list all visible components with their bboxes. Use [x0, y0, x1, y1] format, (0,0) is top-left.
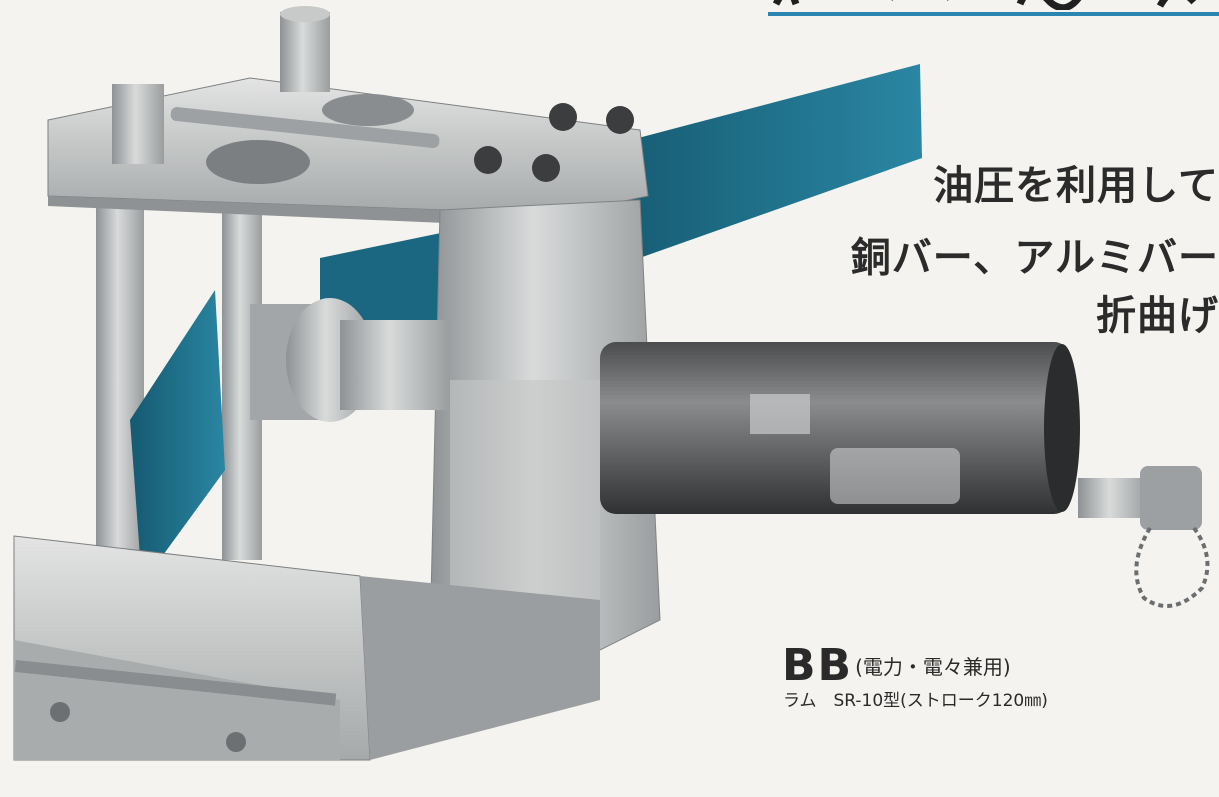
model-usage: (電力・電々兼用): [855, 655, 1011, 679]
ram-spec: ラム SR-10型(ストローク120㎜): [783, 691, 1048, 711]
headline-line-3: 折曲げ: [1096, 292, 1219, 339]
headline-line-1: 油圧を利用して: [933, 162, 1219, 209]
model-caption: BB(電力・電々兼用): [782, 640, 1011, 691]
header-rule: [768, 12, 1219, 16]
model-name: BB: [782, 640, 854, 691]
header-title-fragment: [770, 0, 1219, 10]
headline-line-2: 銅バー、アルミバー: [850, 234, 1219, 281]
